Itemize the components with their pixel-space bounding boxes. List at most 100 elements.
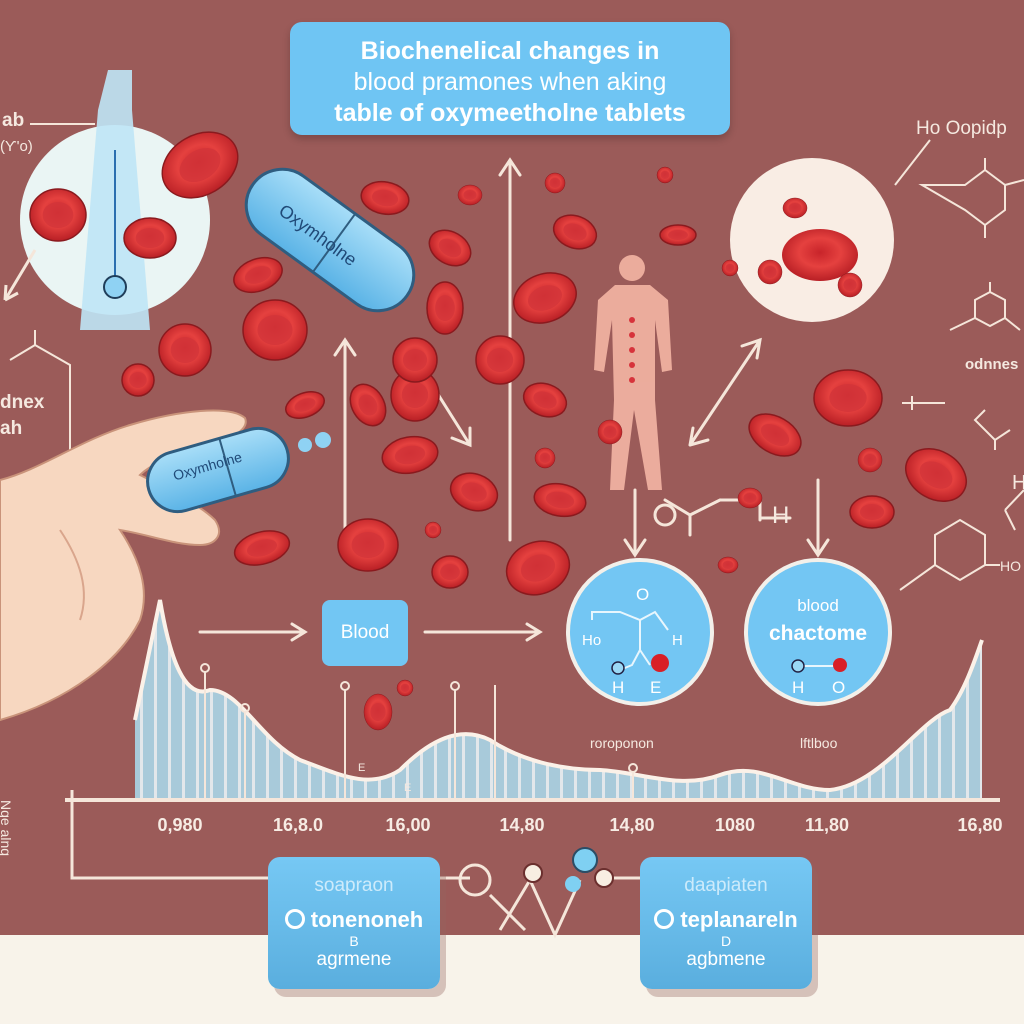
hand-crease xyxy=(59,529,85,621)
circle1-bottom-h: H xyxy=(612,678,625,697)
small-pill xyxy=(146,426,290,514)
bubble xyxy=(315,432,331,448)
circle2-o: O xyxy=(832,678,846,697)
label-top-right: Ho Oopidp xyxy=(916,118,1007,139)
blood-cell xyxy=(424,521,442,539)
blood-cell xyxy=(534,447,556,469)
circle1-caption: roroponon xyxy=(590,735,654,751)
blood-cell xyxy=(522,382,568,418)
circle2-h: H xyxy=(792,678,805,697)
blood-cell xyxy=(431,555,469,589)
title-line-1: Biochenelical changes in xyxy=(360,37,660,65)
label-center-h: H xyxy=(772,502,790,529)
info-card-right: daapiaten teplanareln D agbmene xyxy=(640,857,812,989)
tick-label: 16,8.0 xyxy=(272,815,324,835)
droplet-icon xyxy=(103,275,127,299)
blood-cell xyxy=(233,256,283,294)
blood-cell xyxy=(513,272,577,324)
blood-cell xyxy=(475,335,525,385)
blood-cell xyxy=(242,299,308,361)
blood-cell xyxy=(426,281,464,335)
energy-dots xyxy=(629,317,635,383)
blood-cell xyxy=(392,337,438,383)
pin-markers xyxy=(200,663,638,800)
atom xyxy=(572,847,598,873)
blood-cell xyxy=(737,487,763,509)
flow-arrows xyxy=(198,157,830,642)
blood-cell xyxy=(597,419,623,445)
card-sub: B xyxy=(349,933,359,949)
atom xyxy=(833,658,847,672)
circle1-o: O xyxy=(636,585,650,604)
blood-box: Blood xyxy=(322,600,408,666)
blood-cell xyxy=(457,184,483,206)
footer-band xyxy=(0,935,1024,1024)
blood-cell xyxy=(656,166,674,184)
circle-icon xyxy=(284,909,305,929)
blood-cell xyxy=(123,217,177,259)
info-card-left: soapraon tonenoneh B agrmene xyxy=(268,857,440,989)
result-circle-right xyxy=(744,558,892,706)
circle2-line1: blood xyxy=(797,596,839,615)
blood-cell xyxy=(813,369,883,427)
card-bottom: agbmene xyxy=(686,949,766,970)
circle1-h-left: Ho xyxy=(582,632,602,649)
tick-label: 16,00 xyxy=(385,815,431,835)
atom xyxy=(791,659,805,673)
circle2-caption: lftlboo xyxy=(800,735,838,751)
bubble xyxy=(298,438,312,452)
blood-cell xyxy=(717,556,739,574)
title-line-2: blood pramones when aking xyxy=(353,68,667,96)
label-mid-left-2: ah xyxy=(0,418,23,439)
label-right-h: H xyxy=(1012,472,1024,494)
label-mid-left-1: dnex xyxy=(0,392,45,413)
atom xyxy=(653,503,677,527)
chart-mark: E xyxy=(358,762,366,774)
label-right-ho: HO xyxy=(1000,558,1021,574)
tick-label: 16,80 xyxy=(957,815,1003,835)
chemical-structure xyxy=(9,330,71,470)
blood-cell xyxy=(505,540,571,596)
blood-cell xyxy=(849,495,895,529)
blood-cells xyxy=(29,131,967,731)
blood-cell xyxy=(337,518,399,572)
tick-label: 14,80 xyxy=(499,815,545,835)
blood-cell xyxy=(748,413,802,457)
circle1-bottom-e: E xyxy=(650,678,662,697)
blood-cell xyxy=(161,131,239,199)
chart-bracket xyxy=(70,790,272,880)
chart-area xyxy=(135,600,982,800)
large-pill xyxy=(244,167,416,313)
tick-label: 1080 xyxy=(714,815,756,835)
arrow-icon xyxy=(3,249,37,302)
chemical-structures-right xyxy=(899,158,1024,591)
blood-cell xyxy=(449,472,499,512)
blood-cell xyxy=(837,272,863,298)
blood-cell xyxy=(363,693,393,731)
magnified-blood-cell xyxy=(782,229,858,281)
molecule-structure xyxy=(591,610,669,671)
tick-label: 14,80 xyxy=(609,815,655,835)
card-main: tonenoneh xyxy=(310,907,424,932)
blood-cell xyxy=(285,391,325,419)
blood-cell xyxy=(121,363,155,397)
blood-cell xyxy=(29,188,87,242)
blood-cell xyxy=(349,383,387,427)
label-top-left-2: (Ƴ'o) xyxy=(0,138,33,155)
label-mid-right: odnnes xyxy=(965,356,1019,373)
blood-cell xyxy=(721,259,739,277)
tick-label: 11,80 xyxy=(804,815,850,835)
atom xyxy=(651,654,669,672)
atom xyxy=(565,876,581,892)
chart-ylabel: Nqe alnq xyxy=(0,799,15,857)
blood-cell xyxy=(360,180,410,216)
blood-cell xyxy=(552,214,598,250)
card-sub: D xyxy=(720,933,732,949)
card-bottom: agrmene xyxy=(316,949,392,970)
blood-cell xyxy=(158,323,212,377)
circle1-h-right: H xyxy=(672,632,683,649)
chart-mark: E xyxy=(404,782,412,794)
chart-curve xyxy=(133,599,984,793)
title-line-3: table of oxymeetholne tablets xyxy=(334,99,686,127)
